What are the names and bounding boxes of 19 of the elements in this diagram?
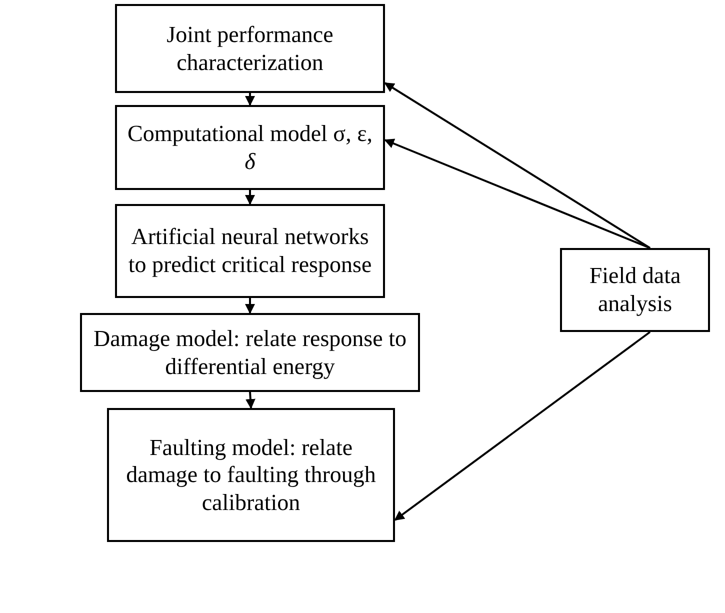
arrow [394, 331, 651, 521]
process-box [115, 105, 385, 190]
process-box [107, 408, 395, 542]
process-box [115, 204, 385, 298]
box-label: Joint performance characterization [166, 20, 334, 76]
process-box [560, 248, 710, 332]
box-label: Damage model: relate response to differential energy [92, 324, 408, 380]
arrow [245, 93, 255, 106]
process-box [115, 4, 385, 93]
process-box [80, 313, 420, 392]
box-label: Artificial neural networks to predict critical response [127, 223, 373, 279]
box-label: Computational model σ, ε, δ [126, 120, 374, 176]
arrow [245, 190, 255, 205]
arrow [245, 298, 255, 314]
box-label: Faulting model: relate damage to faulting through calibration [125, 434, 377, 516]
arrow [384, 138, 650, 249]
box-label: Field data analysis [588, 262, 682, 318]
arrow [245, 392, 256, 409]
arrow [384, 82, 651, 249]
